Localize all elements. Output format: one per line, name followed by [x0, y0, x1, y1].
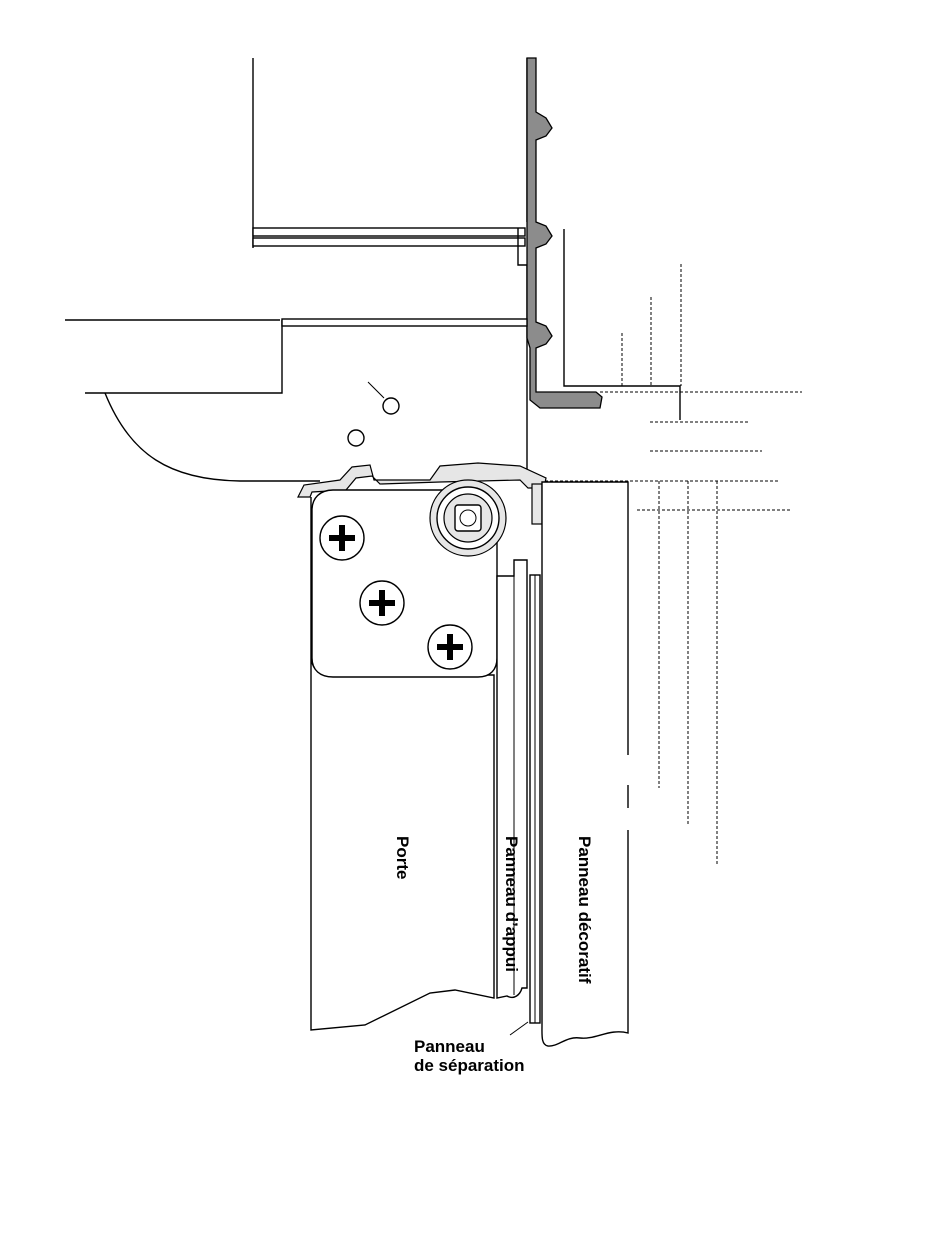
label-panneau-separation-2: de séparation: [414, 1056, 525, 1075]
cabinet-frame: [253, 58, 527, 478]
label-porte: Porte: [393, 836, 412, 879]
label-panneau-appui: Panneau d’appui: [502, 836, 521, 972]
hinge-pivot-icon: [430, 480, 506, 556]
mount-hole: [348, 430, 364, 446]
label-panneau-decoratif: Panneau décoratif: [575, 836, 594, 984]
hinge-spacer: [532, 484, 542, 524]
mount-hole: [383, 398, 399, 414]
frame-shelf: [65, 319, 527, 481]
phillips-screw-icon: [428, 625, 472, 669]
phillips-screw-icon: [320, 516, 364, 560]
phillips-screw-icon: [360, 581, 404, 625]
label-panneau-separation-1: Panneau: [414, 1037, 485, 1056]
